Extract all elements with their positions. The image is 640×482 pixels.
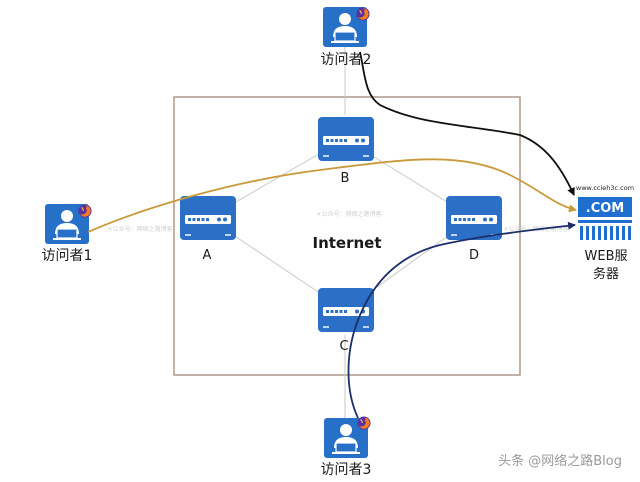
visitor-2-path (359, 51, 575, 196)
watermark-center: ☀公众号：网络之路博客 (316, 210, 381, 218)
router-c-icon (318, 288, 374, 332)
visitor-3-icon (324, 416, 371, 458)
visitor-1-path (87, 158, 577, 233)
footer-credit: 头条 @网络之路Blog (498, 453, 622, 469)
router-d-label: D (469, 248, 479, 263)
server-label-line2: 务器 (593, 266, 619, 282)
router-a-label: A (203, 248, 212, 263)
visitor-1-label: 访问者1 (42, 248, 93, 264)
server-label-line1: WEB服 (585, 249, 628, 264)
watermark-left: ☀公众号：网络之路博客 (107, 225, 172, 233)
visitor-1-icon (45, 204, 92, 244)
visitor-3-path (347, 221, 576, 419)
web-server-icon: .COM (578, 196, 632, 242)
internet-label: Internet (312, 234, 381, 252)
visitor-2-label: 访问者2 (321, 52, 372, 68)
router-b-icon (318, 117, 374, 161)
router-b-label: B (341, 171, 350, 186)
server-url: www.ccieh3c.com (576, 184, 634, 192)
visitor-2-icon (323, 7, 370, 47)
internet-region-border (173, 96, 521, 376)
router-d-icon (446, 196, 502, 240)
router-a-icon (180, 196, 236, 240)
visitor-3-label: 访问者3 (321, 462, 372, 478)
router-links (207, 45, 474, 418)
server-badge-text: .COM (586, 201, 624, 216)
router-c-label: C (339, 339, 348, 354)
